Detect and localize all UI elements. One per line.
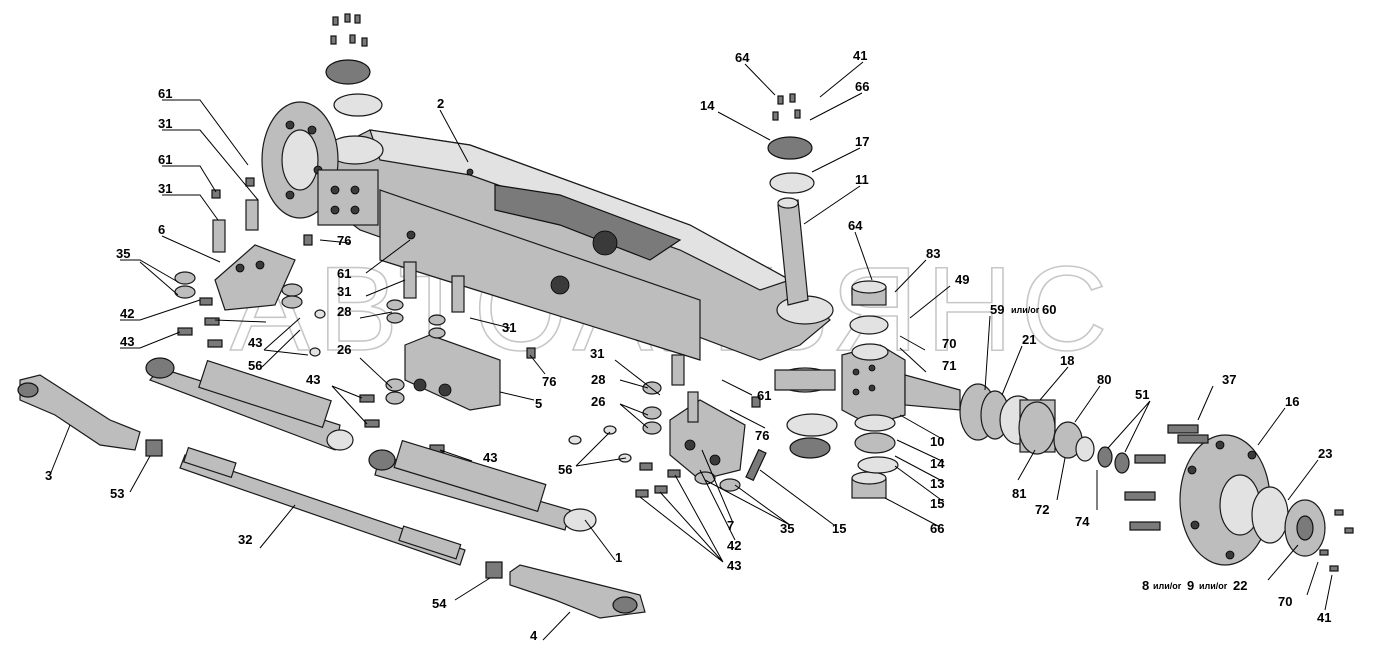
small-caps xyxy=(211,177,255,199)
callout-14: 14 xyxy=(930,456,945,471)
callout-51: 51 xyxy=(1135,387,1149,402)
callout-81: 81 xyxy=(1012,486,1026,501)
callout-6: 6 xyxy=(158,222,165,237)
steering-cylinders xyxy=(145,357,597,532)
callout-71: 71 xyxy=(942,358,956,373)
callout-62: 64 xyxy=(735,50,750,65)
callout-64: 66 xyxy=(930,521,944,536)
callout-32: 32 xyxy=(238,532,252,547)
callout-43: 43 xyxy=(483,450,497,465)
callout-13: 13 xyxy=(930,476,944,491)
callout-72: 72 xyxy=(1035,502,1049,517)
callouts: 61 31 61 31 6 35 42 43 2 64 41 66 14 17 … xyxy=(45,48,1332,643)
callout-31: 31 xyxy=(337,284,351,299)
callout-42: 42 xyxy=(727,538,741,553)
callout-14: 15 xyxy=(930,496,944,511)
callout-76: 76 xyxy=(755,428,769,443)
callout-17: 16 xyxy=(1285,394,1299,409)
top-cover-left xyxy=(325,13,383,117)
callout-31: 31 xyxy=(590,346,604,361)
callout-61: 61 xyxy=(158,152,172,167)
callout-43: 43 xyxy=(248,335,262,350)
callout-64: 64 xyxy=(848,218,863,233)
callout-23: 23 xyxy=(1318,446,1332,461)
callout-42: 42 xyxy=(120,306,134,321)
callout-7: 7 xyxy=(727,518,734,533)
washers xyxy=(174,271,741,492)
callout-41: 41 xyxy=(853,48,867,63)
leader-lines xyxy=(49,61,1333,641)
callout-8-or-9-or-22: 8 или/or 9 или/or 22 xyxy=(1142,578,1247,593)
callout-41: 41 xyxy=(1317,610,1331,625)
callout-12: 14 xyxy=(700,98,715,113)
callout-76: 76 xyxy=(542,374,556,389)
callout-18: 18 xyxy=(1060,353,1074,368)
callout-70: 70 xyxy=(942,336,956,351)
svg-text:8: 8 xyxy=(1142,578,1149,593)
callout-53: 53 xyxy=(110,486,124,501)
callout-83: 83 xyxy=(926,246,940,261)
callout-66: 70 xyxy=(1278,594,1292,609)
callout-10: 10 xyxy=(930,434,944,449)
svg-text:или/or: или/or xyxy=(1153,581,1182,591)
callout-61: 61 xyxy=(158,86,172,101)
callout-76: 76 xyxy=(337,233,351,248)
callout-37: 37 xyxy=(1222,372,1236,387)
svg-text:59: 59 xyxy=(990,302,1004,317)
callout-31: 31 xyxy=(158,181,172,196)
callout-35: 35 xyxy=(780,521,794,536)
hub-bearings xyxy=(959,383,1130,474)
callout-15: 15 xyxy=(832,521,846,536)
callout-28: 28 xyxy=(337,304,351,319)
callout-43: 43 xyxy=(727,558,741,573)
svg-text:22: 22 xyxy=(1233,578,1247,593)
tie-rod xyxy=(17,374,646,619)
svg-text:или/or: или/or xyxy=(1199,581,1228,591)
callout-28: 28 xyxy=(591,372,605,387)
callout-59-or-60: 59 или/or 60 xyxy=(990,302,1056,317)
callout-4: 4 xyxy=(530,628,538,643)
svg-text:или/or: или/or xyxy=(1011,305,1040,315)
callout-21: 21 xyxy=(1022,332,1036,347)
left-flange xyxy=(261,101,379,226)
svg-text:60: 60 xyxy=(1042,302,1056,317)
callout-31: 31 xyxy=(502,320,516,335)
callout-31: 31 xyxy=(158,116,172,131)
callout-74: 74 xyxy=(1075,514,1090,529)
bolts xyxy=(177,234,767,498)
pins xyxy=(212,199,699,423)
kingpin-assembly xyxy=(767,93,815,306)
callout-61: 61 xyxy=(757,388,771,403)
callout-5: 5 xyxy=(535,396,542,411)
callout-1: 1 xyxy=(615,550,622,565)
axle-beam xyxy=(319,129,836,393)
callout-54: 54 xyxy=(432,596,447,611)
callout-26: 26 xyxy=(337,342,351,357)
callout-2: 2 xyxy=(437,96,444,111)
callout-11: 11 xyxy=(855,172,869,187)
callout-3: 3 xyxy=(45,468,52,483)
bushings xyxy=(786,280,899,499)
wheel-hub xyxy=(1124,424,1354,572)
callout-43: 43 xyxy=(306,372,320,387)
callout-43: 43 xyxy=(120,334,134,349)
callout-26: 26 xyxy=(591,394,605,409)
callout-56: 56 xyxy=(248,358,262,373)
callout-61: 61 xyxy=(337,266,351,281)
callout-56: 56 xyxy=(558,462,572,477)
steering-knuckle xyxy=(841,343,961,426)
callout-16: 17 xyxy=(855,134,869,149)
callout-35: 35 xyxy=(116,246,130,261)
svg-text:9: 9 xyxy=(1187,578,1194,593)
callout-49: 49 xyxy=(955,272,969,287)
callout-80: 80 xyxy=(1097,372,1111,387)
callout-66: 66 xyxy=(855,79,869,94)
